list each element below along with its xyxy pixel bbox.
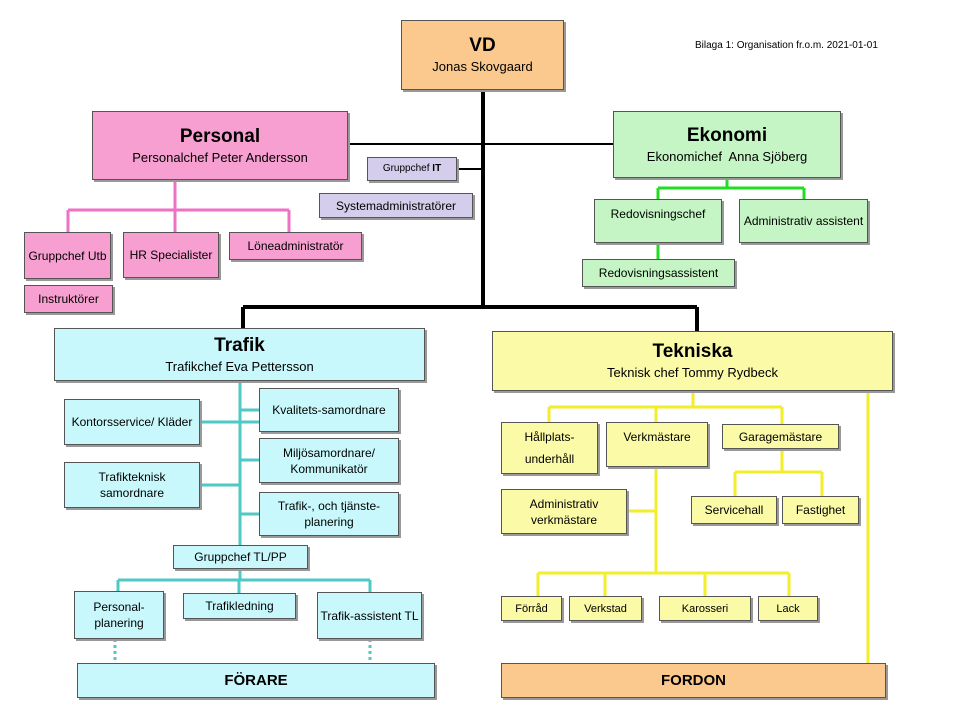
trafikplanering-label: Trafik-, och tjänste-planering: [277, 499, 381, 529]
fastighet-label: Fastighet: [795, 503, 846, 517]
trafikplanering-box: Trafik-, och tjänste-planering: [259, 492, 399, 536]
redovisningschef-label: Redovisningschef: [610, 207, 706, 221]
adminverkmastare-label: Administrativ verkmästare: [529, 496, 599, 527]
document-note: Bilaga 1: Organisation fr.o.m. 2021-01-0…: [695, 40, 878, 51]
gruppchef-it-bold: IT: [432, 163, 442, 174]
miljosamordnare-box: Miljösamordnare/ Kommunikatör: [259, 438, 399, 483]
verkmastare-box: Verkmästare: [606, 422, 708, 467]
lack-label: Lack: [776, 602, 800, 615]
fordon-label: FORDON: [661, 671, 726, 689]
servicehall-box: Servicehall: [691, 496, 777, 524]
forrad-box: Förråd: [501, 596, 562, 621]
trafikassistent-box: Trafik-assistent TL: [317, 592, 422, 639]
vd-box: VD Jonas Skovgaard: [401, 20, 564, 90]
kontorsservice-box: Kontorsservice/ Kläder: [64, 399, 200, 445]
hr-box: HR Specialister: [123, 232, 219, 278]
trafikassistent-label: Trafik-assistent TL: [320, 608, 419, 623]
kvalitetssamordnare-label: Kvalitets-samordnare: [272, 403, 386, 417]
personal-name: Personalchef Peter Andersson: [132, 149, 308, 165]
fastighet-box: Fastighet: [782, 496, 859, 524]
forrad-label: Förråd: [515, 602, 548, 615]
personal-box: Personal Personalchef Peter Andersson: [92, 111, 348, 180]
redovisningschef-box: Redovisningschef: [594, 199, 722, 243]
trafik-name: Trafikchef Eva Pettersson: [165, 358, 314, 374]
tekniska-name: Teknisk chef Tommy Rydbeck: [607, 365, 778, 380]
trafikteknisk-box: Trafikteknisk samordnare: [64, 462, 200, 508]
redovisningsassistent-box: Redovisningsassistent: [582, 259, 735, 287]
hallplatsunderhall-label: Hållplats-underhåll: [524, 430, 575, 466]
ekonomi-box: Ekonomi Ekonomichef Anna Sjöberg: [613, 111, 841, 178]
admin-assistent-box: Administrativ assistent: [739, 199, 868, 243]
miljosamordnare-label: Miljösamordnare/ Kommunikatör: [282, 445, 376, 476]
ekonomi-title: Ekonomi: [686, 124, 768, 146]
verkmastare-label: Verkmästare: [623, 430, 691, 444]
verkstad-label: Verkstad: [584, 602, 627, 615]
hallplatsunderhall-box: Hållplats-underhåll: [501, 422, 598, 474]
kontorsservice-label: Kontorsservice/ Kläder: [71, 415, 193, 429]
trafikledning-box: Trafikledning: [183, 593, 296, 619]
instruktorer-box: Instruktörer: [24, 285, 113, 313]
tekniska-title: Tekniska: [652, 341, 733, 362]
trafikledning-label: Trafikledning: [205, 599, 274, 613]
gruppchef-it-label: Gruppchef: [382, 163, 433, 174]
admin-assistent-label: Administrativ assistent: [743, 214, 864, 228]
personal-title: Personal: [179, 125, 261, 147]
gruppchef-utb-label: Gruppchef Utb: [28, 248, 107, 263]
forare-label: FÖRARE: [224, 671, 288, 689]
systemadmin-box: Systemadministratörer: [319, 193, 473, 218]
garagemastare-box: Garagemästare: [722, 424, 839, 449]
verkstad-box: Verkstad: [569, 596, 642, 621]
garagemastare-label: Garagemästare: [738, 429, 823, 444]
loneadmin-label: Löneadministratör: [247, 239, 344, 253]
gruppchef-utb-box: Gruppchef Utb: [24, 232, 111, 279]
forare-box: FÖRARE: [77, 663, 435, 698]
karosseri-label: Karosseri: [681, 602, 729, 615]
ekonomi-name: Ekonomichef Anna Sjöberg: [646, 148, 808, 164]
hr-label: HR Specialister: [129, 248, 213, 262]
personalplanering-label: Personal-planering: [93, 600, 145, 630]
gruppchef-it-box: Gruppchef IT: [367, 157, 457, 181]
trafikteknisk-label: Trafikteknisk samordnare: [98, 470, 166, 500]
trafik-title: Trafik: [214, 334, 265, 356]
lack-box: Lack: [758, 596, 818, 621]
adminverkmastare-box: Administrativ verkmästare: [501, 489, 627, 534]
trafik-box: Trafik Trafikchef Eva Pettersson: [54, 328, 425, 381]
redovisningsassistent-label: Redovisningsassistent: [598, 266, 719, 280]
systemadmin-label: Systemadministratörer: [335, 198, 457, 213]
gruppchef-tlpp-box: Gruppchef TL/PP: [173, 545, 308, 569]
personalplanering-box: Personal-planering: [74, 591, 164, 639]
fordon-box: FORDON: [501, 663, 886, 698]
gruppchef-tlpp-label: Gruppchef TL/PP: [194, 550, 287, 564]
vd-name: Jonas Skovgaard: [432, 59, 533, 74]
karosseri-box: Karosseri: [659, 596, 751, 621]
vd-title: VD: [469, 35, 496, 56]
tekniska-box: Tekniska Teknisk chef Tommy Rydbeck: [492, 331, 893, 391]
loneadmin-box: Löneadministratör: [229, 232, 362, 260]
servicehall-label: Servicehall: [704, 503, 764, 517]
instruktorer-label: Instruktörer: [38, 292, 99, 306]
kvalitetssamordnare-box: Kvalitets-samordnare: [259, 388, 399, 432]
